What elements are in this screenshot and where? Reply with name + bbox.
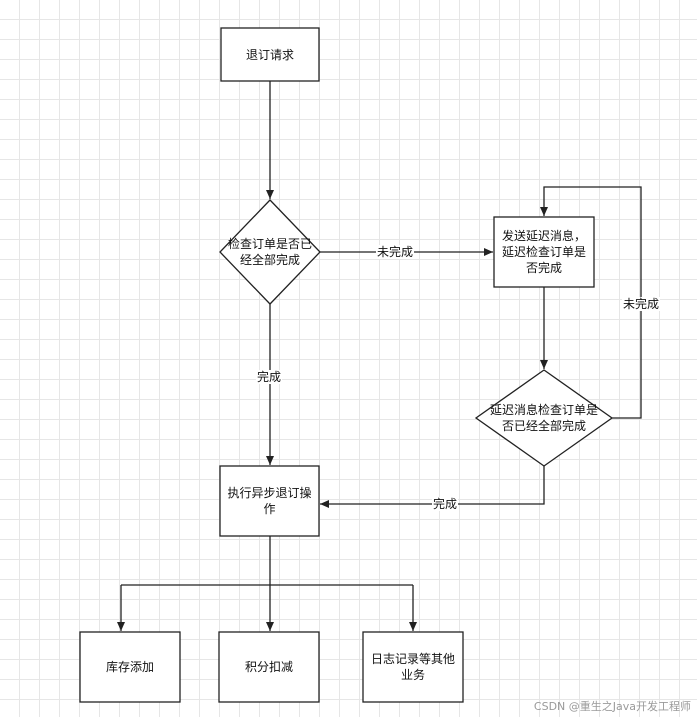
edge-delay-check-to-execute-complete	[320, 466, 545, 508]
node-inventory-box	[79, 631, 181, 703]
node-points-box	[218, 631, 320, 703]
node-execute-refund-box	[219, 465, 320, 537]
node-check-order-diamond	[219, 199, 321, 305]
edge-delay-check-loop-not-complete	[540, 186, 642, 419]
edge-label-complete-2: 完成	[432, 497, 459, 511]
node-send-delay-box	[493, 216, 595, 288]
edge-label-complete-1: 完成	[256, 370, 283, 384]
watermark: CSDN @重生之Java开发工程师	[533, 700, 691, 713]
node-log-box	[362, 631, 464, 703]
edge-label-not-complete-2: 未完成	[622, 297, 661, 311]
node-delay-check-diamond	[474, 369, 614, 467]
edge-label-not-complete-1: 未完成	[376, 245, 415, 259]
node-refund-request-box	[220, 27, 320, 82]
